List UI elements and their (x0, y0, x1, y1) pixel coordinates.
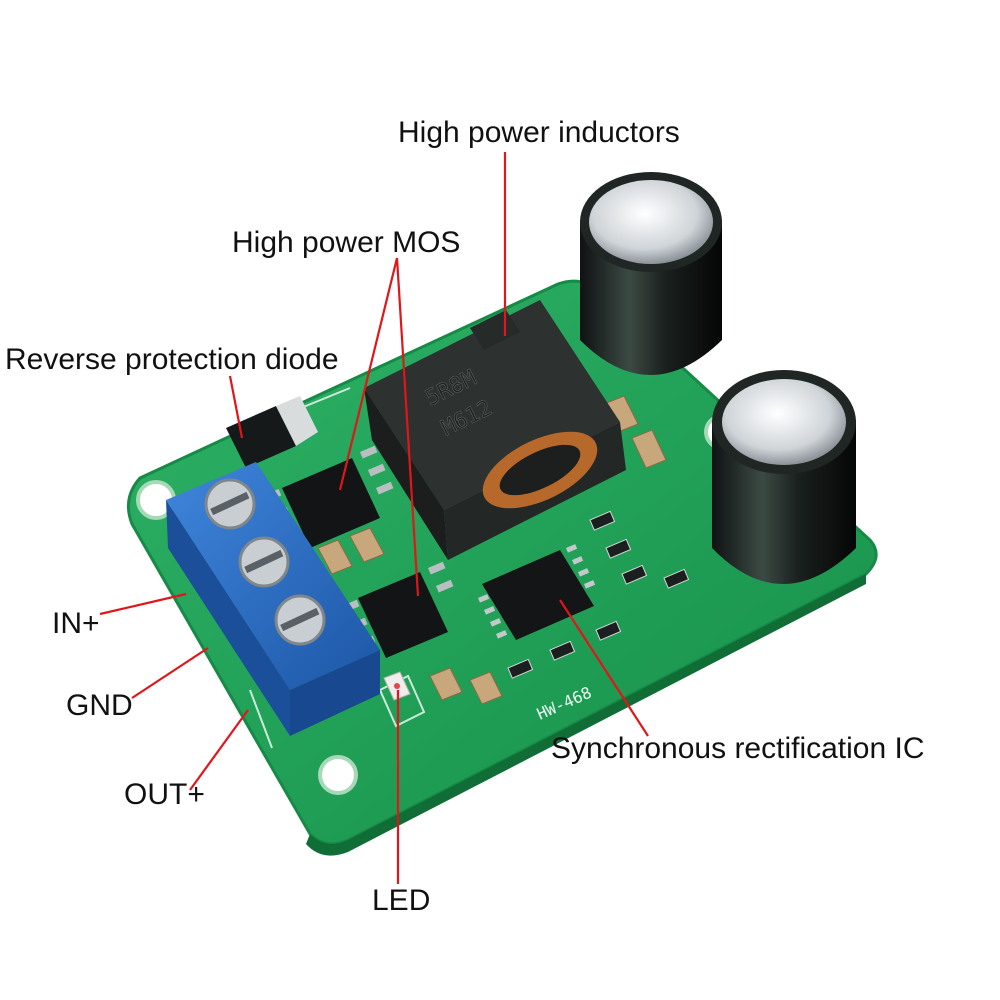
terminal-screw (238, 536, 290, 588)
synchronous-rectification-ic (478, 544, 596, 640)
terminal-screw (204, 478, 256, 530)
callout-led: LED (372, 884, 431, 917)
callout-out-plus: OUT+ (124, 778, 205, 811)
callout-high-power-inductors: High power inductors (398, 116, 680, 149)
reverse-protection-diode (226, 396, 318, 468)
terminal-block (166, 462, 380, 736)
leader-gnd (131, 647, 209, 699)
smd-capacitors (317, 395, 667, 705)
leader-sync-ic (559, 599, 649, 737)
leader-out-plus (189, 709, 249, 791)
electrolytic-capacitor-c1 (580, 172, 722, 375)
terminal-screw (274, 594, 326, 646)
callout-in-plus: IN+ (52, 607, 100, 640)
leader-in-plus (99, 592, 187, 616)
high-power-inductor: 5R8M M612 (364, 300, 626, 560)
leader-mos-u2 (338, 257, 399, 491)
leader-mos-u3 (395, 257, 420, 597)
smd-resistors (507, 510, 690, 679)
leader-diode (228, 375, 244, 439)
electrolytic-capacitor-c8 (712, 370, 856, 584)
led-d1 (383, 671, 411, 701)
callout-gnd: GND (66, 689, 133, 722)
callout-high-power-mos: High power MOS (232, 226, 461, 259)
leader-lines (99, 152, 649, 884)
callout-reverse-protection-diode: Reverse protection diode (5, 343, 339, 376)
callout-synchronous-rectification-ic: Synchronous rectification IC (551, 732, 925, 765)
